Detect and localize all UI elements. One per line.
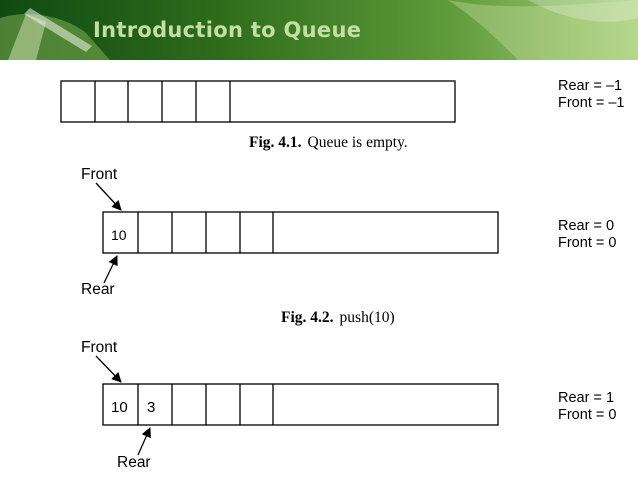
caption-fig2: Fig. 4.2. push(10) — [281, 309, 395, 327]
front-status: Front = –1 — [558, 95, 625, 111]
caption-number: Fig. 4.2. — [281, 309, 334, 326]
front-label-fig3: Front — [81, 339, 118, 356]
front-label-fig2: Front — [81, 166, 118, 183]
cell-value-fig2-0: 10 — [111, 227, 127, 243]
rear-status: Rear = 1 — [558, 390, 615, 406]
rear-arrow-fig3 — [137, 427, 151, 456]
cell-value-fig3-0: 10 — [111, 399, 128, 416]
status-fig2: Rear = 0 Front = 0 — [558, 218, 616, 252]
rear-status: Rear = 0 — [558, 218, 615, 234]
queue-array-fig3 — [102, 383, 499, 426]
front-status: Front = 0 — [558, 235, 617, 251]
caption-text: Queue is empty. — [307, 134, 408, 151]
front-status: Front = 0 — [558, 407, 617, 423]
front-arrow-fig2 — [95, 182, 122, 211]
front-arrow-fig3 — [95, 355, 122, 383]
pen-graphic — [0, 8, 110, 60]
caption-fig1: Fig. 4.1. Queue is empty. — [249, 134, 408, 152]
queue-array-fig2 — [102, 211, 499, 254]
caption-number: Fig. 4.1. — [249, 134, 302, 151]
rear-label-fig2: Rear — [81, 281, 115, 298]
rear-status: Rear = –1 — [558, 78, 623, 94]
rear-arrow-fig2 — [103, 255, 118, 284]
slide-title: Introduction to Queue — [93, 18, 362, 42]
header-banner: Introduction to Queue — [0, 0, 638, 60]
status-fig3: Rear = 1 Front = 0 — [558, 390, 616, 424]
caption-text: push(10) — [339, 309, 395, 326]
queue-array-fig1 — [60, 80, 456, 123]
leaf-graphic — [448, 0, 638, 60]
status-fig1: Rear = –1 Front = –1 — [558, 78, 625, 112]
rear-label-fig3: Rear — [117, 454, 151, 471]
cell-value-fig3-1: 3 — [147, 399, 156, 416]
